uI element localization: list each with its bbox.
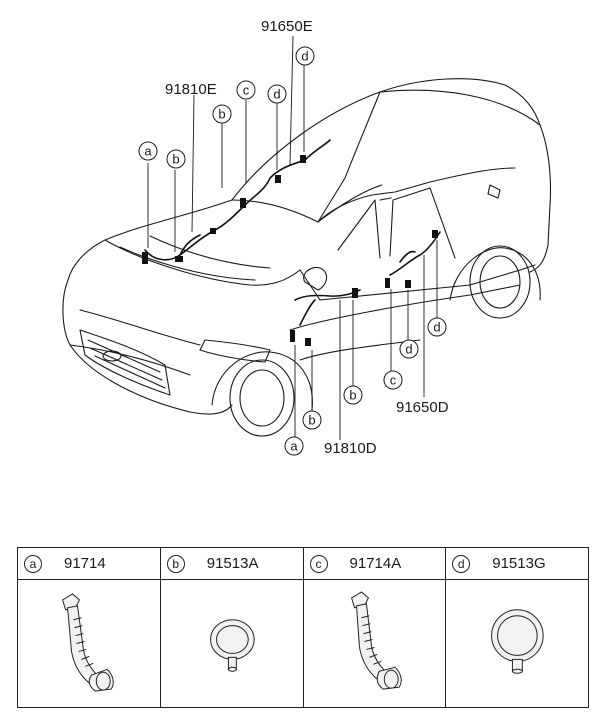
- part-number-label: 91650E: [261, 18, 313, 35]
- callout-badge: d: [452, 554, 471, 573]
- leader-lines: [147, 35, 438, 440]
- car-body-outline: [62, 78, 552, 437]
- callout-badge: c: [309, 554, 328, 573]
- part-number: 91714A: [349, 555, 402, 572]
- parts-table: a 91714 b 91513A: [17, 547, 589, 708]
- part-number: 91513G: [492, 555, 546, 572]
- round-grommet-icon: [161, 580, 303, 707]
- svg-text:d: d: [301, 49, 308, 64]
- harness-connectors: [142, 155, 438, 346]
- callout-badge: b: [166, 554, 185, 573]
- parts-cell-header: c 91714A: [303, 548, 446, 580]
- svg-text:b: b: [218, 107, 225, 122]
- svg-text:c: c: [390, 373, 397, 388]
- svg-text:a: a: [290, 439, 298, 454]
- parts-cell-d: d 91513G: [446, 548, 588, 707]
- svg-text:c: c: [243, 83, 250, 98]
- parts-cell-header: b 91513A: [160, 548, 303, 580]
- callouts: [138, 46, 447, 456]
- wiring-harness: [144, 139, 441, 326]
- callout-badge: a: [24, 554, 42, 573]
- parts-cell-b: b 91513A: [160, 548, 304, 707]
- part-number: 91714: [64, 555, 106, 572]
- wiring-diagram: 91650E 91810E 91810D 91650D a b b c d d …: [62, 18, 552, 457]
- svg-text:a: a: [144, 144, 152, 159]
- svg-text:b: b: [308, 413, 315, 428]
- part-number: 91513A: [206, 555, 259, 572]
- grommet-elbow-icon: [18, 580, 160, 707]
- part-number-label: 91650D: [396, 399, 449, 416]
- part-number-label: 91810D: [324, 440, 377, 457]
- parts-cell-c: c 91714A: [303, 548, 447, 707]
- svg-text:d: d: [433, 320, 440, 335]
- svg-text:b: b: [172, 152, 179, 167]
- svg-text:b: b: [349, 388, 356, 403]
- svg-text:d: d: [405, 342, 412, 357]
- callout-letters: a b b c d d a b b c d d: [144, 49, 440, 454]
- parts-cell-a: a 91714: [18, 548, 161, 707]
- round-grommet-icon: [446, 580, 588, 707]
- parts-cell-header: a 91714: [18, 548, 160, 580]
- svg-text:d: d: [273, 87, 280, 102]
- grommet-elbow-icon: [304, 580, 446, 707]
- part-number-label: 91810E: [165, 81, 217, 98]
- parts-cell-header: d 91513G: [446, 548, 588, 580]
